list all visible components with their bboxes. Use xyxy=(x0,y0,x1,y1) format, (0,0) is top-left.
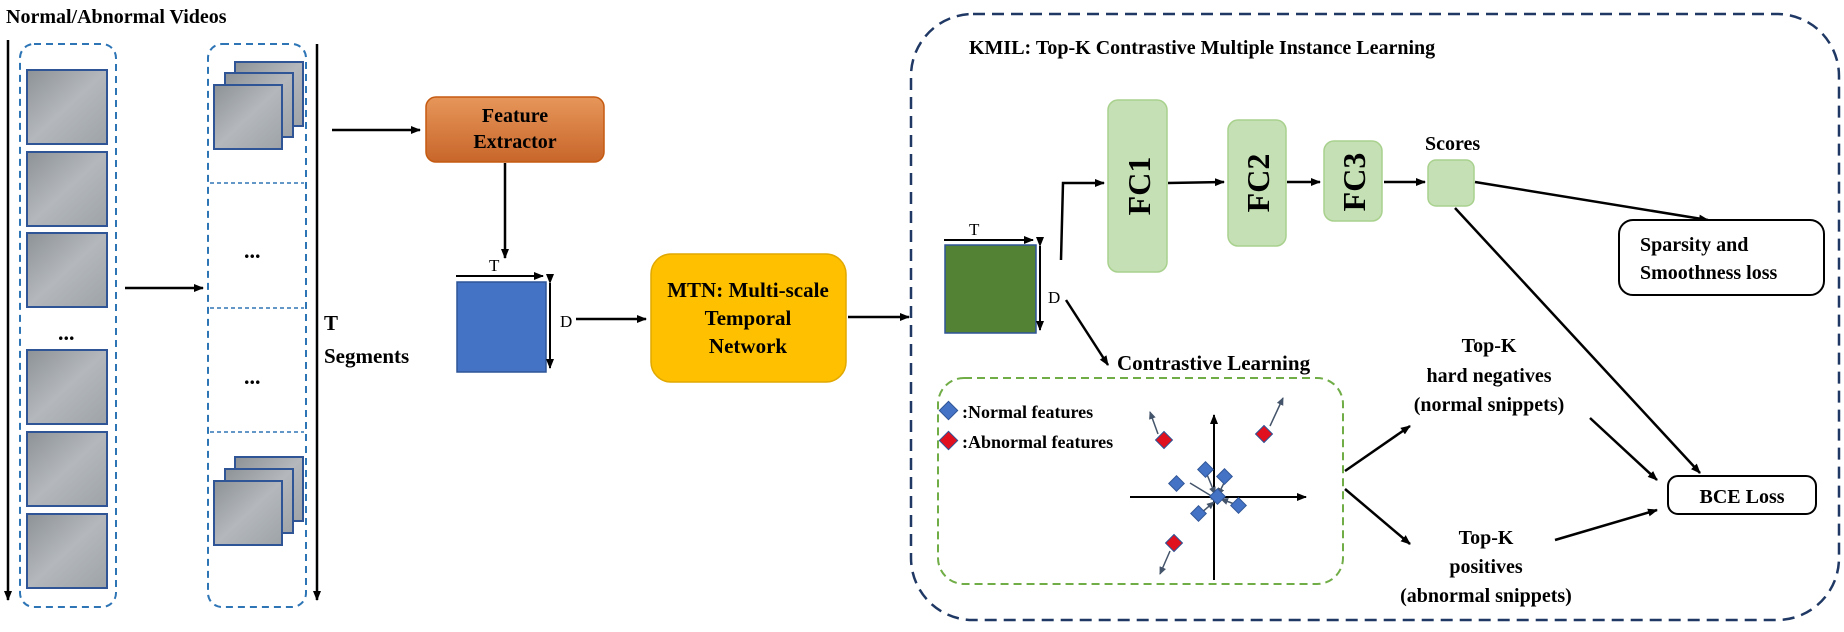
segment-ellipsis: ... xyxy=(244,238,261,263)
arrow-negatives-to-bce xyxy=(1589,417,1658,481)
contrastive-container xyxy=(937,377,1344,585)
arrow-scores-to-sparsity xyxy=(1474,180,1709,223)
video-frames xyxy=(26,69,108,589)
feature-t-label: T xyxy=(489,256,500,275)
segment-ellipsis: ... xyxy=(244,364,261,389)
abnormal-feature-point xyxy=(1154,430,1174,450)
normal-feature-points xyxy=(1168,461,1247,522)
normal-feature-point xyxy=(1190,505,1207,522)
segment-stack-bottom xyxy=(213,456,304,546)
sparsity-loss-label: Sparsity and xyxy=(1640,234,1748,256)
normal-feature-point xyxy=(1168,475,1185,492)
abnormal-feature-point xyxy=(1164,533,1184,553)
hard-negatives-label: hard negatives xyxy=(1427,365,1552,387)
sparsity-loss-box xyxy=(1618,219,1825,296)
fc3-box xyxy=(1323,140,1383,222)
arrow-features-to-fc1 xyxy=(1059,179,1105,261)
contrastive-title: Contrastive Learning xyxy=(1117,351,1311,375)
abnormal-feature-points xyxy=(1149,397,1284,575)
video-frame xyxy=(26,151,108,227)
arrow-to-positives xyxy=(1344,488,1411,545)
fc2-label: FC2 xyxy=(1240,154,1276,213)
normal-feature-point xyxy=(1209,488,1226,505)
normal-legend-marker xyxy=(938,400,959,421)
positives-label: (abnormal snippets) xyxy=(1400,585,1572,607)
hard-negatives-label: Top-K xyxy=(1462,335,1517,357)
input-title: Normal/Abnormal Videos xyxy=(6,6,227,28)
arrow-fc1-to-fc2 xyxy=(1167,178,1225,187)
hard-negatives-label: (normal snippets) xyxy=(1414,394,1565,416)
video-frame xyxy=(26,513,108,589)
segment-stack-top xyxy=(213,61,304,150)
video-frame xyxy=(26,69,108,145)
positives-label: Top-K xyxy=(1459,527,1514,549)
mtn-label: Temporal xyxy=(705,306,792,330)
scores-label: Scores xyxy=(1425,133,1480,155)
feature-extractor-label: Feature xyxy=(482,105,548,127)
kmil-title: KMIL: Top-K Contrastive Multiple Instanc… xyxy=(969,37,1435,59)
arrow-features-to-contrastive xyxy=(1064,299,1110,366)
feature-extractor-label: Extractor xyxy=(473,131,556,153)
sparsity-loss-label: Smoothness loss xyxy=(1640,262,1777,284)
fc1-box xyxy=(1107,99,1168,273)
arrow-to-hard-negatives xyxy=(1344,424,1411,473)
kmil-feature-map xyxy=(944,244,1037,334)
kmil-feature-d-label: D xyxy=(1048,288,1060,307)
segments-label-t: T xyxy=(324,311,338,335)
legend-normal-label: :Normal features xyxy=(962,402,1093,422)
kmil-container xyxy=(909,12,1841,622)
video-frame xyxy=(26,349,108,425)
abnormal-feature-point xyxy=(1254,424,1274,444)
normal-feature-point xyxy=(1230,497,1247,514)
mtn-box xyxy=(650,253,847,383)
mtn-label: Network xyxy=(709,334,787,358)
arrow-scores-to-bce xyxy=(1454,207,1701,474)
feature-extractor-box xyxy=(425,96,605,163)
bce-loss-box xyxy=(1667,475,1817,515)
video-frame xyxy=(26,431,108,507)
arrow-positives-to-bce xyxy=(1554,508,1658,542)
positives-label: positives xyxy=(1449,556,1523,578)
abnormal-legend-marker xyxy=(938,430,959,451)
legend-abnormal-label: :Abnormal features xyxy=(962,432,1113,452)
feature-d-label: D xyxy=(560,312,572,331)
fc3-label: FC3 xyxy=(1336,153,1372,212)
video-frame xyxy=(26,232,108,308)
kmil-feature-t-label: T xyxy=(969,220,980,239)
frames-ellipsis: ... xyxy=(58,320,75,345)
segments-label: Segments xyxy=(324,344,409,368)
mtn-label: MTN: Multi-scale xyxy=(667,278,829,302)
fc2-box xyxy=(1227,119,1287,247)
bce-loss-label: BCE Loss xyxy=(1699,486,1784,508)
feature-map xyxy=(456,281,547,373)
scores-box xyxy=(1427,159,1475,207)
segments-container xyxy=(207,43,307,608)
fc1-label: FC1 xyxy=(1121,157,1157,216)
normal-feature-point xyxy=(1216,468,1233,485)
normal-feature-point xyxy=(1197,461,1214,478)
